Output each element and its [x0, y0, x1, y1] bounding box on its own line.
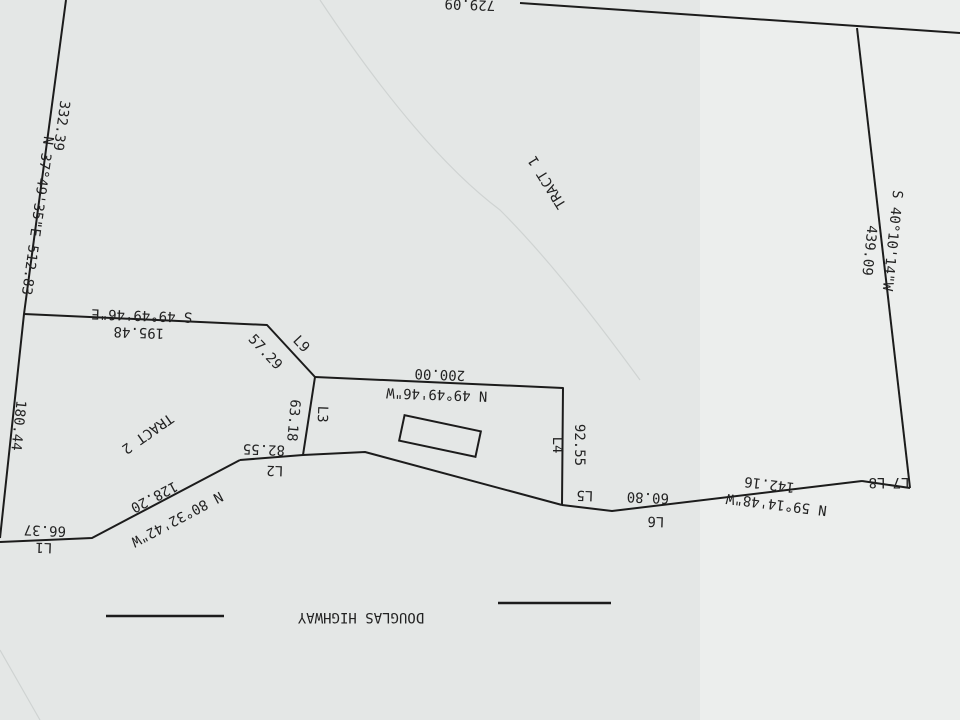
l1-tag: L1	[35, 539, 52, 556]
paper-fold	[319, 0, 641, 381]
l6-distance-label: 60.80	[627, 488, 670, 505]
l3-distance-label: 63.18	[283, 399, 303, 442]
l5-tag: L5	[576, 487, 593, 504]
divider-bearing-label: S 49°49'46"E	[91, 305, 193, 325]
l2-tag: L2	[266, 462, 283, 479]
west-distance-lower: 180.44	[7, 399, 28, 451]
l3-tag: L3	[314, 405, 331, 422]
l3-line	[302, 376, 316, 456]
l1-distance-label: 66.37	[24, 521, 67, 538]
paper-light-area	[700, 0, 960, 720]
southwest-boundary-line	[0, 459, 241, 543]
house-lot-line	[314, 376, 564, 506]
divider-distance-label: 195.48	[113, 323, 164, 341]
road-name-label: DOUGLAS HIGHWAY	[297, 609, 424, 625]
l8-line	[861, 480, 911, 489]
l8-tag: L8	[869, 474, 886, 490]
top-cut-label: 729.09	[444, 0, 495, 13]
l7-tag: L7	[893, 474, 910, 490]
highway-frontage-line	[239, 451, 563, 506]
top-boundary-line	[519, 2, 960, 34]
southeast-distance-label: 142.16	[743, 473, 795, 495]
east-boundary-line	[856, 27, 911, 489]
l4-tag: L4	[549, 437, 565, 454]
building-outline	[397, 413, 483, 459]
tract-divider-line	[23, 313, 316, 378]
southeast-boundary-line	[561, 480, 863, 512]
paper-edge-fold	[0, 649, 41, 720]
east-distance-label: 439.09	[858, 224, 879, 276]
house-bearing-label: N 49°49'46"W	[385, 384, 487, 404]
l4-distance-label: 92.55	[571, 424, 587, 466]
house-distance-label: 200.00	[414, 365, 465, 383]
l6-tag: L6	[647, 513, 664, 530]
west-distance-upper: 332.39	[50, 99, 73, 151]
l2-distance-label: 82.55	[243, 440, 286, 457]
